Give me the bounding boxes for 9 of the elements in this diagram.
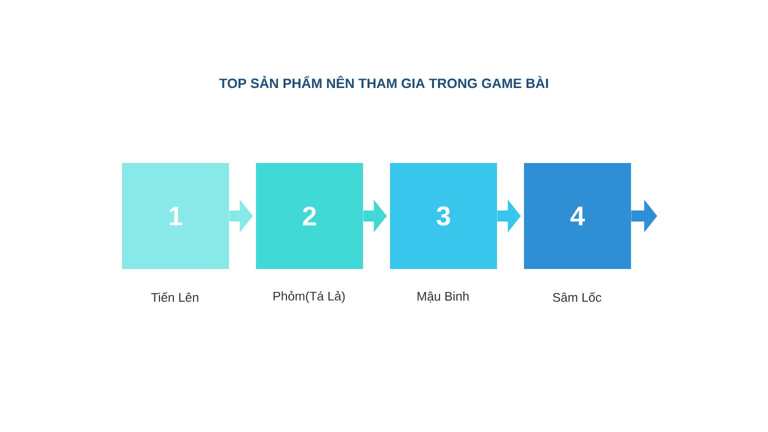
step-label: Tiến Lên	[151, 292, 198, 302]
step-box: 2	[256, 163, 363, 269]
step-label: Mậu Binh	[418, 292, 469, 302]
step-box: 1	[122, 163, 229, 269]
title: TOP SẢN PHẨM NÊN THAM GIA TRONG GAME BÀI	[219, 76, 548, 88]
step-box: 4	[524, 163, 631, 269]
step-box: 3	[390, 163, 497, 269]
step-label: Sâm Lốc	[552, 292, 602, 302]
step-label: Phỏm(Tá Lả)	[274, 290, 345, 304]
